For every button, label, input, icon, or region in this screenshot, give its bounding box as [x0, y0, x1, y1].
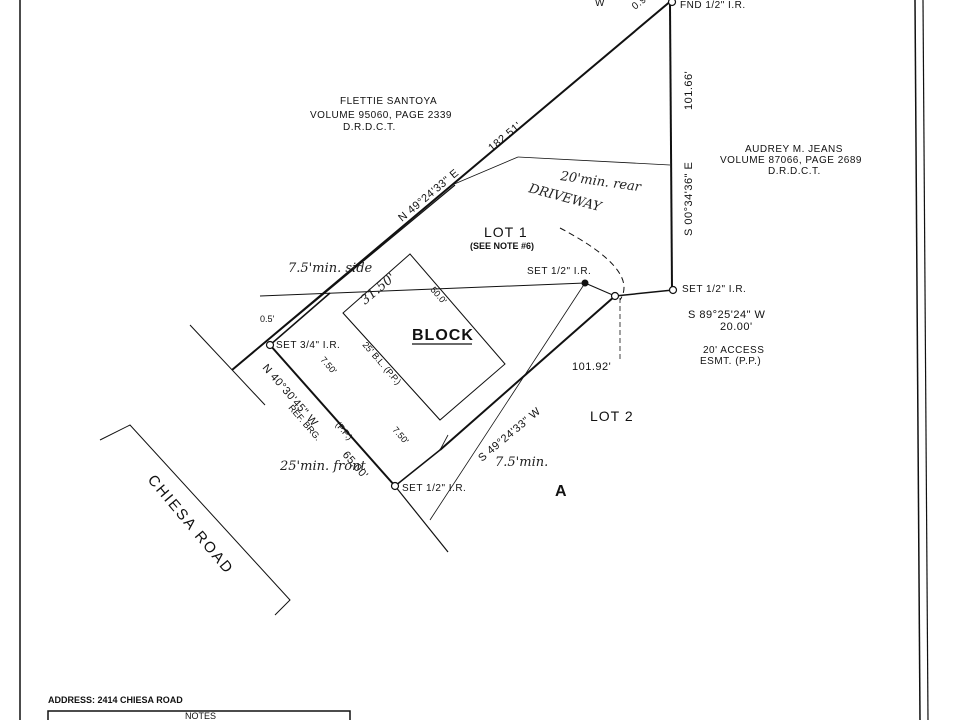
dim-750a-label: 7.50': [318, 355, 338, 376]
owner-santoya-county: D.R.D.C.T.: [343, 122, 396, 133]
east-distance: 101.66': [683, 71, 695, 110]
fnd-ir-label: FND 1/2" I.R.: [680, 0, 746, 11]
building-line-label: 25' B.L. (P.P.): [360, 340, 403, 387]
notes-label: NOTES: [185, 711, 216, 720]
building-block: [342, 253, 506, 421]
dim-50-label: 50.0': [428, 285, 448, 306]
owner-jeans-county: D.R.D.C.T.: [768, 166, 821, 177]
set-ir-right-label: SET 1/2" I.R.: [682, 284, 746, 295]
corner-distance: 0.5': [260, 314, 275, 324]
handwritten-right: 7.5'min.: [495, 455, 548, 470]
driveway-path: [559, 227, 625, 301]
notes-box: [47, 710, 351, 720]
set-iron-rod-right-end: [668, 285, 678, 295]
ref-bearing-pp: (P.P.): [333, 420, 354, 442]
set-ir-bottom-label: SET 1/2" I.R.: [402, 483, 466, 494]
set-iron-rod-bottom: [390, 481, 400, 491]
set-ir-left-label: SET 3/4" I.R.: [276, 340, 340, 351]
set-iron-rod-left: [265, 340, 275, 350]
handwritten-side-dim: 31.50': [358, 270, 399, 308]
set-ir-top-label: SET 1/2" I.R.: [527, 266, 591, 277]
access-esmt-pp: ESMT. (P.P.): [700, 356, 761, 367]
lot2-label: LOT 2: [590, 408, 634, 424]
iron-rod-markers: [265, 0, 678, 491]
top-partial-bearing: W: [595, 0, 605, 9]
fnd-iron-rod: [667, 0, 677, 7]
top-partial-dist: 0.9': [630, 0, 651, 12]
lot1-note: (SEE NOTE #6): [470, 241, 534, 251]
south-access-distance: 20.00': [720, 321, 753, 333]
owner-jeans-name: AUDREY M. JEANS: [745, 144, 843, 155]
boundary-lines: [231, 0, 674, 553]
east-bearing: S 00°34'36" E: [683, 162, 695, 236]
road-name: CHIESA ROAD: [144, 472, 237, 578]
block-letter: A: [555, 483, 568, 500]
set-iron-rod-top: [581, 279, 589, 287]
owner-santoya: FLETTIE SANTOYA VOLUME 95060, PAGE 2339 …: [310, 96, 452, 133]
dim-750b-label: 7.50': [390, 425, 410, 446]
set-iron-rod-right: [610, 291, 620, 301]
handwritten-side: 7.5'min. side: [288, 261, 373, 276]
front-bearing: N 40°30'45" W: [260, 362, 320, 429]
chiesa-road-outline: [99, 324, 291, 616]
owner-jeans: AUDREY M. JEANS VOLUME 87066, PAGE 2689 …: [720, 144, 862, 177]
northwest-bearing: N 49°24'33" E: [396, 167, 461, 224]
owner-santoya-volume: VOLUME 95060, PAGE 2339: [310, 110, 452, 121]
block-label: BLOCK: [412, 327, 474, 344]
owner-jeans-volume: VOLUME 87066, PAGE 2689: [720, 155, 862, 166]
owner-santoya-name: FLETTIE SANTOYA: [340, 96, 437, 107]
lot1-label: LOT 1: [484, 224, 528, 240]
northwest-distance: 182.51': [486, 120, 524, 154]
page-border: [19, 0, 929, 720]
southeast-distance: 101.92': [572, 361, 611, 373]
address-label: ADDRESS: 2414 CHIESA ROAD: [48, 695, 183, 705]
south-access-bearing: S 89°25'24" W: [688, 309, 766, 321]
handwritten-front: 25'min. front: [279, 459, 366, 474]
access-esmt-label: 20' ACCESS: [703, 345, 764, 356]
